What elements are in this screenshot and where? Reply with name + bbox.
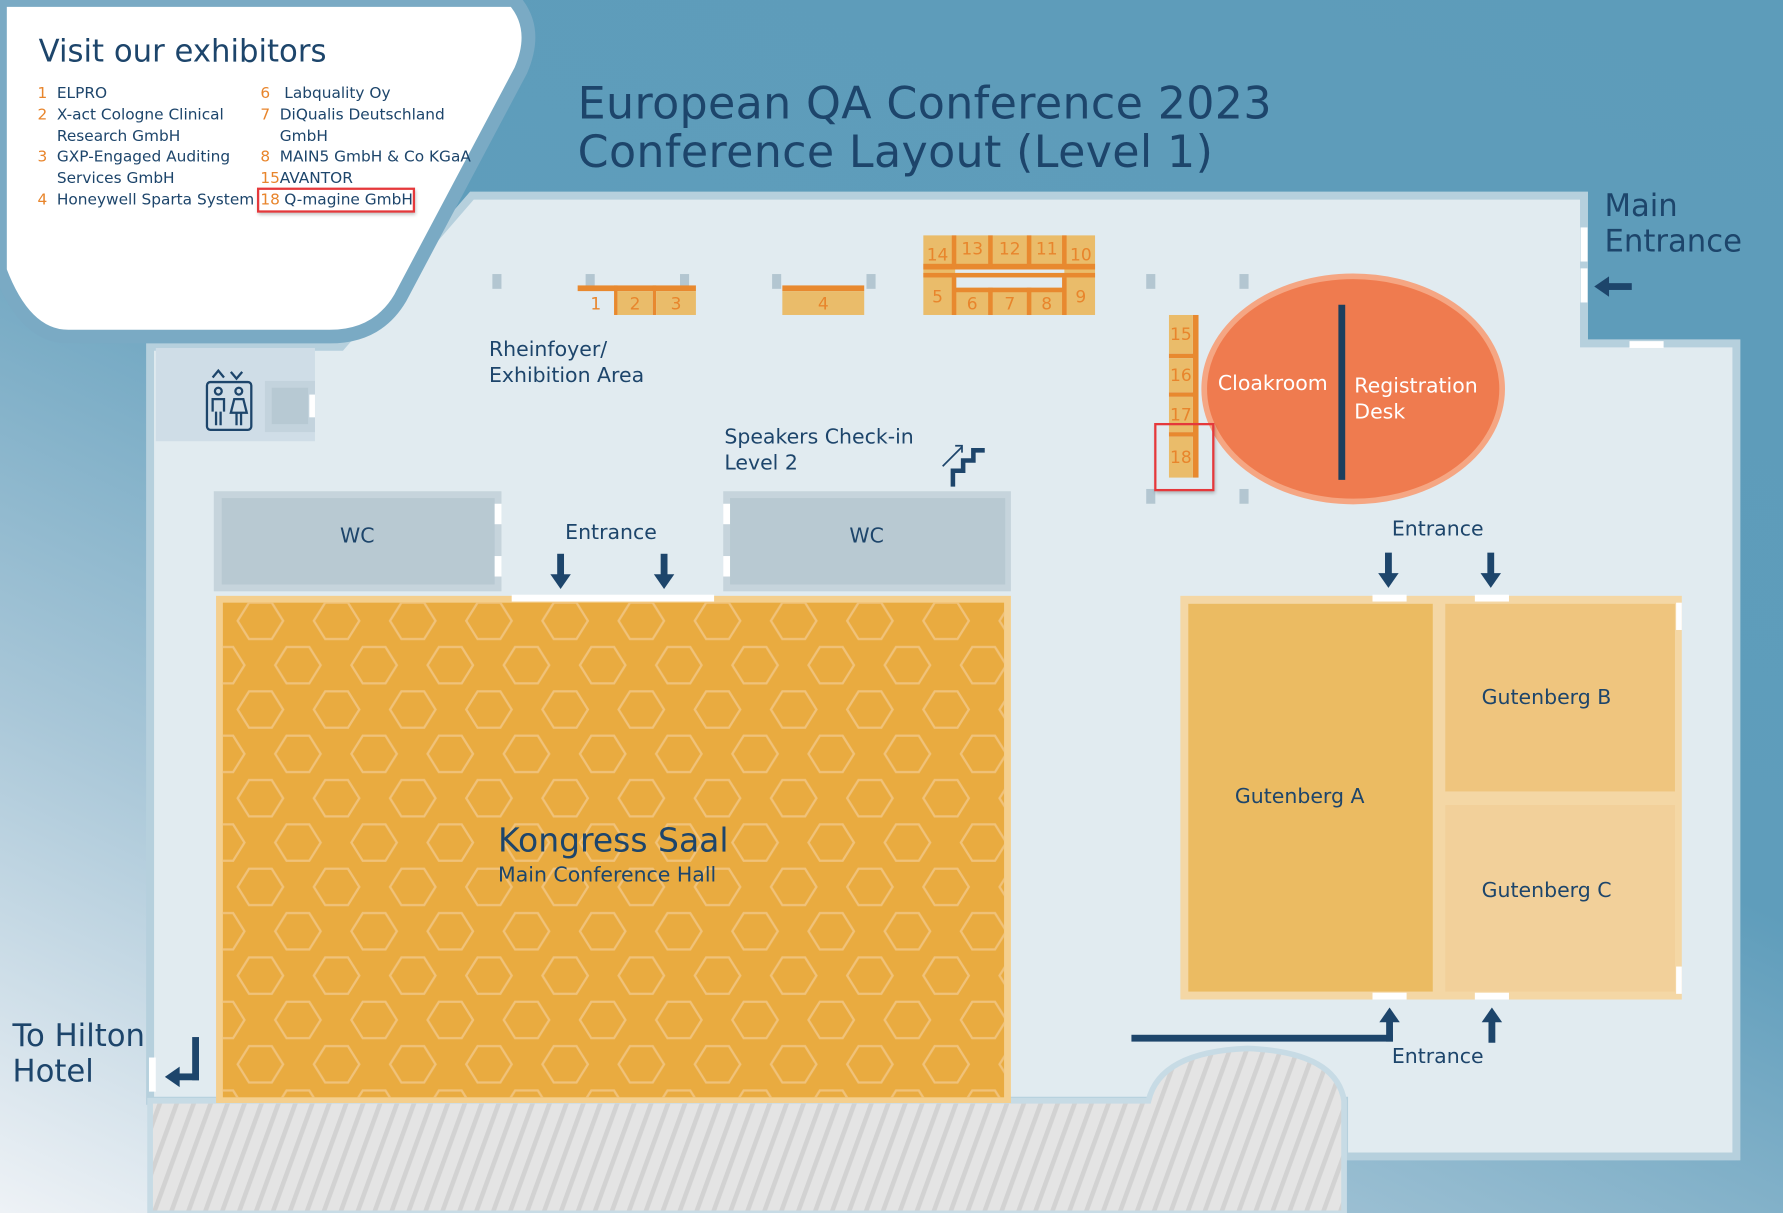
- booth-8[interactable]: 8: [1041, 293, 1053, 314]
- legend-highlight-box: [256, 187, 416, 213]
- booth-5[interactable]: 5: [932, 285, 943, 307]
- legend-title: Visit our exhibitors: [38, 34, 327, 70]
- booth-2[interactable]: 2: [617, 291, 653, 315]
- exhibitor-number: 15: [260, 169, 280, 188]
- booth-1[interactable]: 1: [590, 292, 602, 314]
- cloakroom-label: Cloakroom: [1217, 371, 1328, 396]
- exhibitor-number: 4: [37, 191, 48, 210]
- title-line-2: Conference Layout (Level 1): [577, 127, 1214, 179]
- exhibitor-name: Honeywell Sparta System: [56, 191, 255, 210]
- exhibitor-item[interactable]: 6 Labquality Oy: [260, 83, 470, 104]
- exhibitor-number: 1: [37, 84, 48, 103]
- exhibitor-name-cont: Research GmbH: [56, 126, 181, 146]
- exhibitor-name-cont: Services GmbH: [56, 169, 175, 188]
- rheinfoyer-label: Rheinfoyer/Exhibition Area: [488, 337, 645, 388]
- gutenberg-b-label: Gutenberg B: [1481, 685, 1612, 710]
- exhibitor-item[interactable]: 2 X-act Cologne Clinical: [38, 104, 255, 125]
- direction-arrows: [164, 276, 1632, 1088]
- kongress-entrance-label: Entrance: [565, 520, 657, 545]
- stairs-icon: [942, 444, 985, 487]
- kongress-saal-label: Kongress Saal: [498, 821, 729, 860]
- exhibitor-item[interactable]: 7 DiQualis Deutschland: [260, 104, 470, 125]
- exhibitor-number: 3: [37, 148, 48, 167]
- gutenberg-bottom-entrance-label: Entrance: [1391, 1045, 1484, 1069]
- exhibitor-item[interactable]: 8 MAIN5 GmbH & Co KGaA: [260, 147, 470, 168]
- gutenberg-c-label: Gutenberg C: [1481, 878, 1612, 903]
- exhibitor-name: AVANTOR: [279, 169, 353, 188]
- exhibitor-number: 2: [37, 105, 48, 124]
- exhibitor-name: GXP-Engaged Auditing: [56, 148, 231, 167]
- gutenberg-a-label: Gutenberg A: [1234, 784, 1365, 809]
- booth-11[interactable]: 11: [1035, 238, 1058, 260]
- exhibitor-name: DiQualis Deutschland: [279, 105, 445, 124]
- gutenberg-top-entrance-label: Entrance: [1391, 517, 1484, 542]
- elevator-icon: [205, 368, 253, 431]
- booth-13[interactable]: 13: [961, 238, 984, 260]
- booth-18-highlight-box: [1154, 423, 1215, 492]
- exhibitor-name: X-act Cologne Clinical: [56, 105, 224, 124]
- booth-10[interactable]: 10: [1069, 243, 1092, 265]
- exhibitor-list-right: 6 Labquality Oy 7 DiQualis Deutschland Gmb…: [260, 83, 470, 211]
- exhibitor-item[interactable]: 3 GXP-Engaged Auditing: [38, 147, 255, 168]
- exhibitor-item[interactable]: 1 ELPRO: [38, 83, 255, 104]
- exhibitor-number: 8: [260, 148, 271, 167]
- exhibitor-name: Q-magine GmbH: [284, 191, 413, 210]
- title-line-1: European QA Conference 2023: [577, 78, 1272, 130]
- exhibitor-item[interactable]: 4 Honeywell Sparta System: [38, 190, 255, 211]
- booth-9[interactable]: 9: [1075, 285, 1087, 307]
- booth-7[interactable]: 7: [1004, 293, 1016, 314]
- gutenberg-c-room: [1445, 805, 1675, 992]
- booth-6[interactable]: 6: [966, 293, 978, 314]
- booth-4[interactable]: 4: [782, 291, 865, 315]
- exhibitor-number: 18: [260, 191, 280, 210]
- hatched-area: [147, 1045, 1347, 1213]
- exhibitor-number: 6: [260, 84, 271, 103]
- exhibitor-name: MAIN5 GmbH & Co KGaA: [279, 148, 471, 167]
- booth-15[interactable]: 15: [1168, 314, 1193, 354]
- booth-12[interactable]: 12: [998, 238, 1021, 260]
- kongress-saal-sublabel: Main Conference Hall: [498, 863, 717, 887]
- booth-14[interactable]: 14: [926, 243, 949, 265]
- wc-right-label: WC: [849, 524, 884, 549]
- exhibitor-list-left: 1 ELPRO 2 X-act Cologne Clinical Research …: [38, 83, 255, 211]
- booth-18[interactable]: 18: [1168, 436, 1193, 478]
- exhibitor-name: ELPRO: [56, 84, 108, 103]
- exhibitor-number: 7: [260, 105, 271, 124]
- gutenberg-b-room: [1445, 603, 1675, 792]
- exhibitor-name-cont: GmbH: [279, 126, 328, 146]
- wc-left-label: WC: [339, 524, 375, 549]
- booth-16[interactable]: 16: [1168, 358, 1193, 393]
- gutenberg-a-room: [1188, 603, 1433, 992]
- exhibitor-name: Labquality Oy: [284, 84, 391, 103]
- registration-area: [1201, 273, 1505, 505]
- booth-3[interactable]: 3: [656, 291, 696, 315]
- legend-panel: [0, 0, 536, 344]
